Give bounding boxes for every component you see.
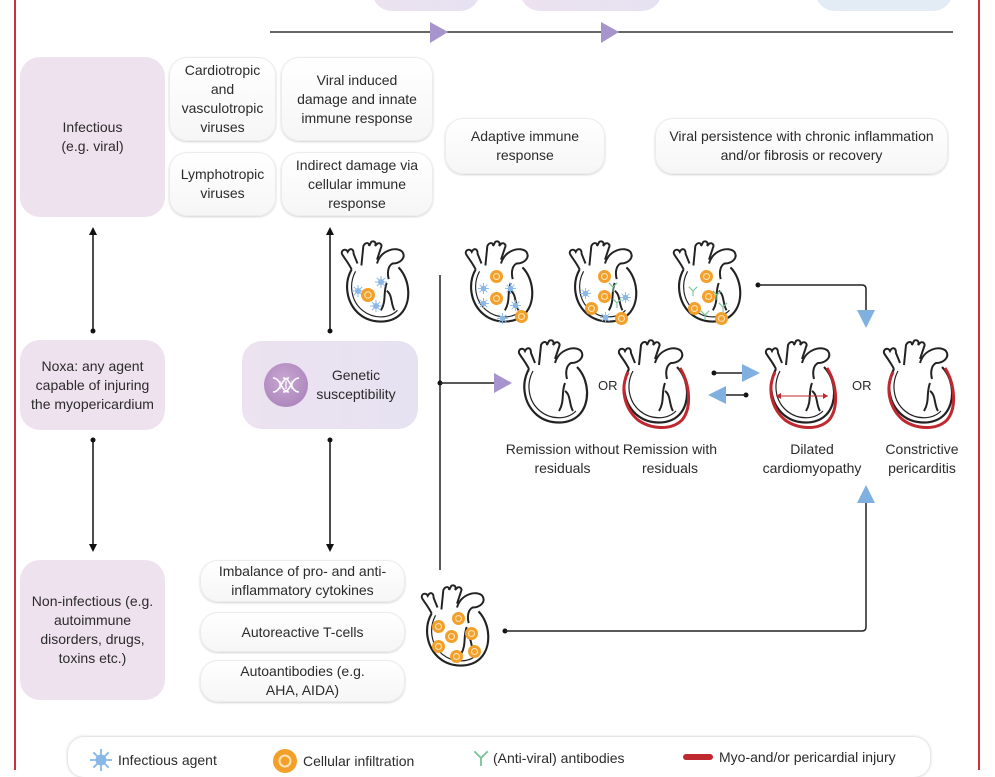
arrow-down-cytokines (326, 544, 334, 552)
arrow-to-remission-residuals (708, 386, 726, 404)
top-stage-box-2 (520, 0, 662, 11)
arrow-up-indirect (326, 227, 334, 235)
t-cells-label: Autoreactive T-cells (241, 623, 364, 640)
lymphotropic-pill: Lymphotropic viruses (169, 152, 276, 216)
infectious-box: Infectious (e.g. viral) (20, 57, 165, 217)
heart-remission-without-residuals (517, 339, 589, 424)
antibody-icon (473, 749, 489, 767)
infectious-agent-icon (90, 749, 112, 771)
autoantibodies-pill: Autoantibodies (e.g. AHA, AIDA) (200, 660, 405, 702)
arrow-to-outcomes (494, 373, 512, 393)
indirect-damage-pill: Indirect damage via cellular immune resp… (281, 152, 433, 216)
arrow-up-infectious (89, 227, 97, 235)
arrow-up-to-outcome (857, 485, 875, 503)
genetic-label: Genetic susceptibility (316, 367, 396, 402)
cardiotropic-label: Cardiotropic and vasculotropic viruses (181, 62, 264, 135)
arrow-to-dcm (742, 364, 760, 382)
top-stage-box-3 (815, 0, 953, 11)
heart-non-infectious (420, 584, 490, 667)
heart-early-infection (340, 240, 410, 323)
persistence-label: Viral persistence with chronic inflammat… (669, 128, 934, 163)
frame-border-left (14, 0, 16, 770)
heart-adaptive-phase (568, 240, 638, 325)
t-cells-pill: Autoreactive T-cells (200, 612, 405, 652)
persistence-pill: Viral persistence with chronic inflammat… (655, 118, 948, 174)
heart-dilated-cardiomyopathy (764, 339, 837, 429)
legend-item-injury: Myo-and/or pericardial injury (683, 749, 896, 765)
non-infectious-label: Non-infectious (e.g. autoimmune disorder… (31, 593, 154, 666)
non-infectious-box: Non-infectious (e.g. autoimmune disorder… (20, 560, 165, 700)
frame-border-right (978, 0, 980, 770)
autoantibodies-label: Autoantibodies (e.g. AHA, AIDA) (240, 663, 365, 698)
cytokines-label: Imbalance of pro- and anti-inflammatory … (218, 563, 387, 598)
legend: Infectious agent Cellular infiltration (… (68, 737, 930, 777)
or-label-2: OR (852, 378, 872, 393)
legend-item-antibodies: (Anti-viral) antibodies (473, 749, 625, 767)
arrow-down-to-outcome (857, 310, 875, 328)
cytokines-pill: Imbalance of pro- and anti-inflammatory … (200, 560, 405, 602)
or-label-1: OR (598, 378, 618, 393)
genetic-box: Genetic susceptibility (242, 341, 418, 429)
noxa-label: Noxa: any agent capable of injuring the … (31, 357, 154, 412)
cardiotropic-pill: Cardiotropic and vasculotropic viruses (169, 57, 276, 141)
heart-persistence-phase (672, 240, 742, 325)
viral-induced-label: Viral induced damage and innate immune r… (297, 71, 417, 126)
cellular-infiltration-icon (273, 749, 297, 773)
injury-line-icon (683, 754, 713, 760)
lymphotropic-label: Lymphotropic viruses (180, 166, 265, 201)
arrow-down-non-infectious (89, 544, 97, 552)
heart-viral-phase (464, 240, 534, 324)
legend-item-cellular-infiltration: Cellular infiltration (273, 749, 414, 773)
timeline-arrow-1 (430, 22, 448, 43)
indirect-damage-label: Indirect damage via cellular immune resp… (295, 156, 419, 211)
outcome-label-remission-without: Remission without residuals (505, 441, 620, 476)
adaptive-pill: Adaptive immune response (445, 118, 605, 174)
timeline-arrow-2 (601, 22, 619, 43)
outcome-label-dcm: Dilated cardiomyopathy (762, 441, 862, 476)
top-stage-box-1 (372, 0, 480, 11)
viral-induced-pill: Viral induced damage and innate immune r… (281, 57, 433, 141)
legend-item-infectious-agent: Infectious agent (90, 749, 217, 771)
outcome-label-remission-with: Remission with residuals (622, 441, 718, 476)
adaptive-label: Adaptive immune response (470, 128, 580, 163)
heart-remission-with-residuals (617, 339, 690, 429)
heart-constrictive-pericarditis (882, 339, 955, 429)
outcome-label-constrictive: Constrictive pericarditis (885, 441, 959, 476)
infectious-label: Infectious (e.g. viral) (61, 119, 124, 154)
noxa-box: Noxa: any agent capable of injuring the … (20, 340, 165, 430)
dna-icon (264, 363, 308, 407)
